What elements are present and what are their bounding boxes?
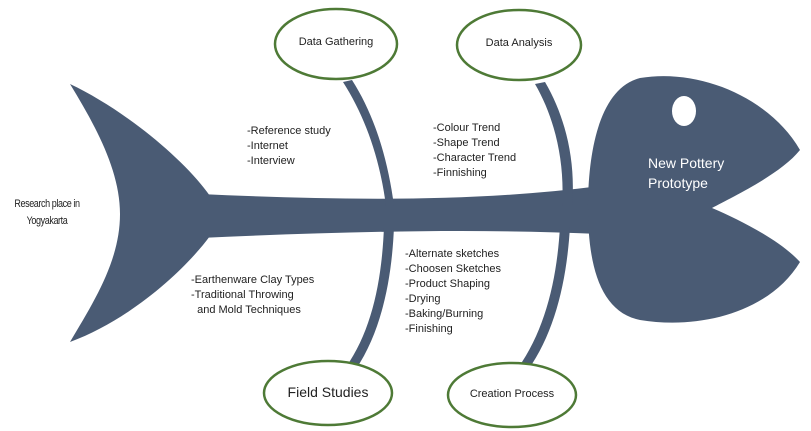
research-place-line-2: Yogyakarta: [26, 215, 68, 227]
circle-data-gathering: [273, 7, 399, 81]
category-field-studies: Field Studies: [287, 384, 369, 400]
category-data-analysis: Data Analysis: [485, 37, 553, 49]
list-item: -Drying: [405, 293, 441, 305]
head-label-line-1: New Pottery: [648, 155, 725, 171]
circle-creation-process: [446, 361, 578, 429]
list-item: -Finishing: [405, 323, 453, 335]
items-data-gathering: -Reference study -Internet -Interview: [247, 124, 331, 169]
items-data-analysis: -Colour Trend -Shape Trend -Character Tr…: [433, 121, 516, 181]
list-item: -Shape Trend: [433, 137, 500, 149]
list-item: -Colour Trend: [433, 122, 501, 134]
fish-tail: [70, 84, 210, 342]
research-place-line-1: Research place in: [14, 198, 80, 210]
list-item: -Baking/Burning: [405, 308, 484, 320]
items-field-studies: -Earthenware Clay Types -Traditional Thr…: [191, 273, 314, 318]
bone-field-studies: [346, 226, 394, 369]
circle-data-analysis: [455, 8, 583, 82]
bone-data-analysis: [535, 82, 573, 206]
list-item: -Interview: [247, 155, 295, 167]
research-place-label: Research place in Yogyakarta: [6, 196, 88, 230]
circle-field-studies: [262, 359, 394, 427]
list-item: -Product Shaping: [405, 278, 490, 290]
fish-head: [588, 76, 800, 323]
list-item: -Earthenware Clay Types: [191, 274, 315, 286]
list-item: -Reference study: [247, 125, 331, 137]
list-item: -Character Trend: [433, 152, 517, 164]
bone-creation-process: [518, 226, 570, 370]
items-creation-process: -Alternate sketches -Choosen Sketches -P…: [405, 247, 501, 337]
list-item: -Traditional Throwing: [191, 289, 294, 301]
list-item: and Mold Techniques: [191, 304, 301, 316]
list-item: -Internet: [247, 140, 288, 152]
list-item: -Finnishing: [433, 167, 487, 179]
bone-data-gathering: [343, 80, 394, 206]
list-item: -Choosen Sketches: [405, 263, 501, 275]
list-item: -Alternate sketches: [405, 248, 500, 260]
fish-eye: [672, 96, 696, 126]
category-data-gathering: Data Gathering: [298, 36, 374, 48]
fish-spine: [200, 186, 600, 238]
head-label-line-2: Prototype: [648, 175, 708, 191]
category-creation-process: Creation Process: [469, 388, 555, 400]
head-label: New Pottery Prototype: [648, 153, 724, 193]
